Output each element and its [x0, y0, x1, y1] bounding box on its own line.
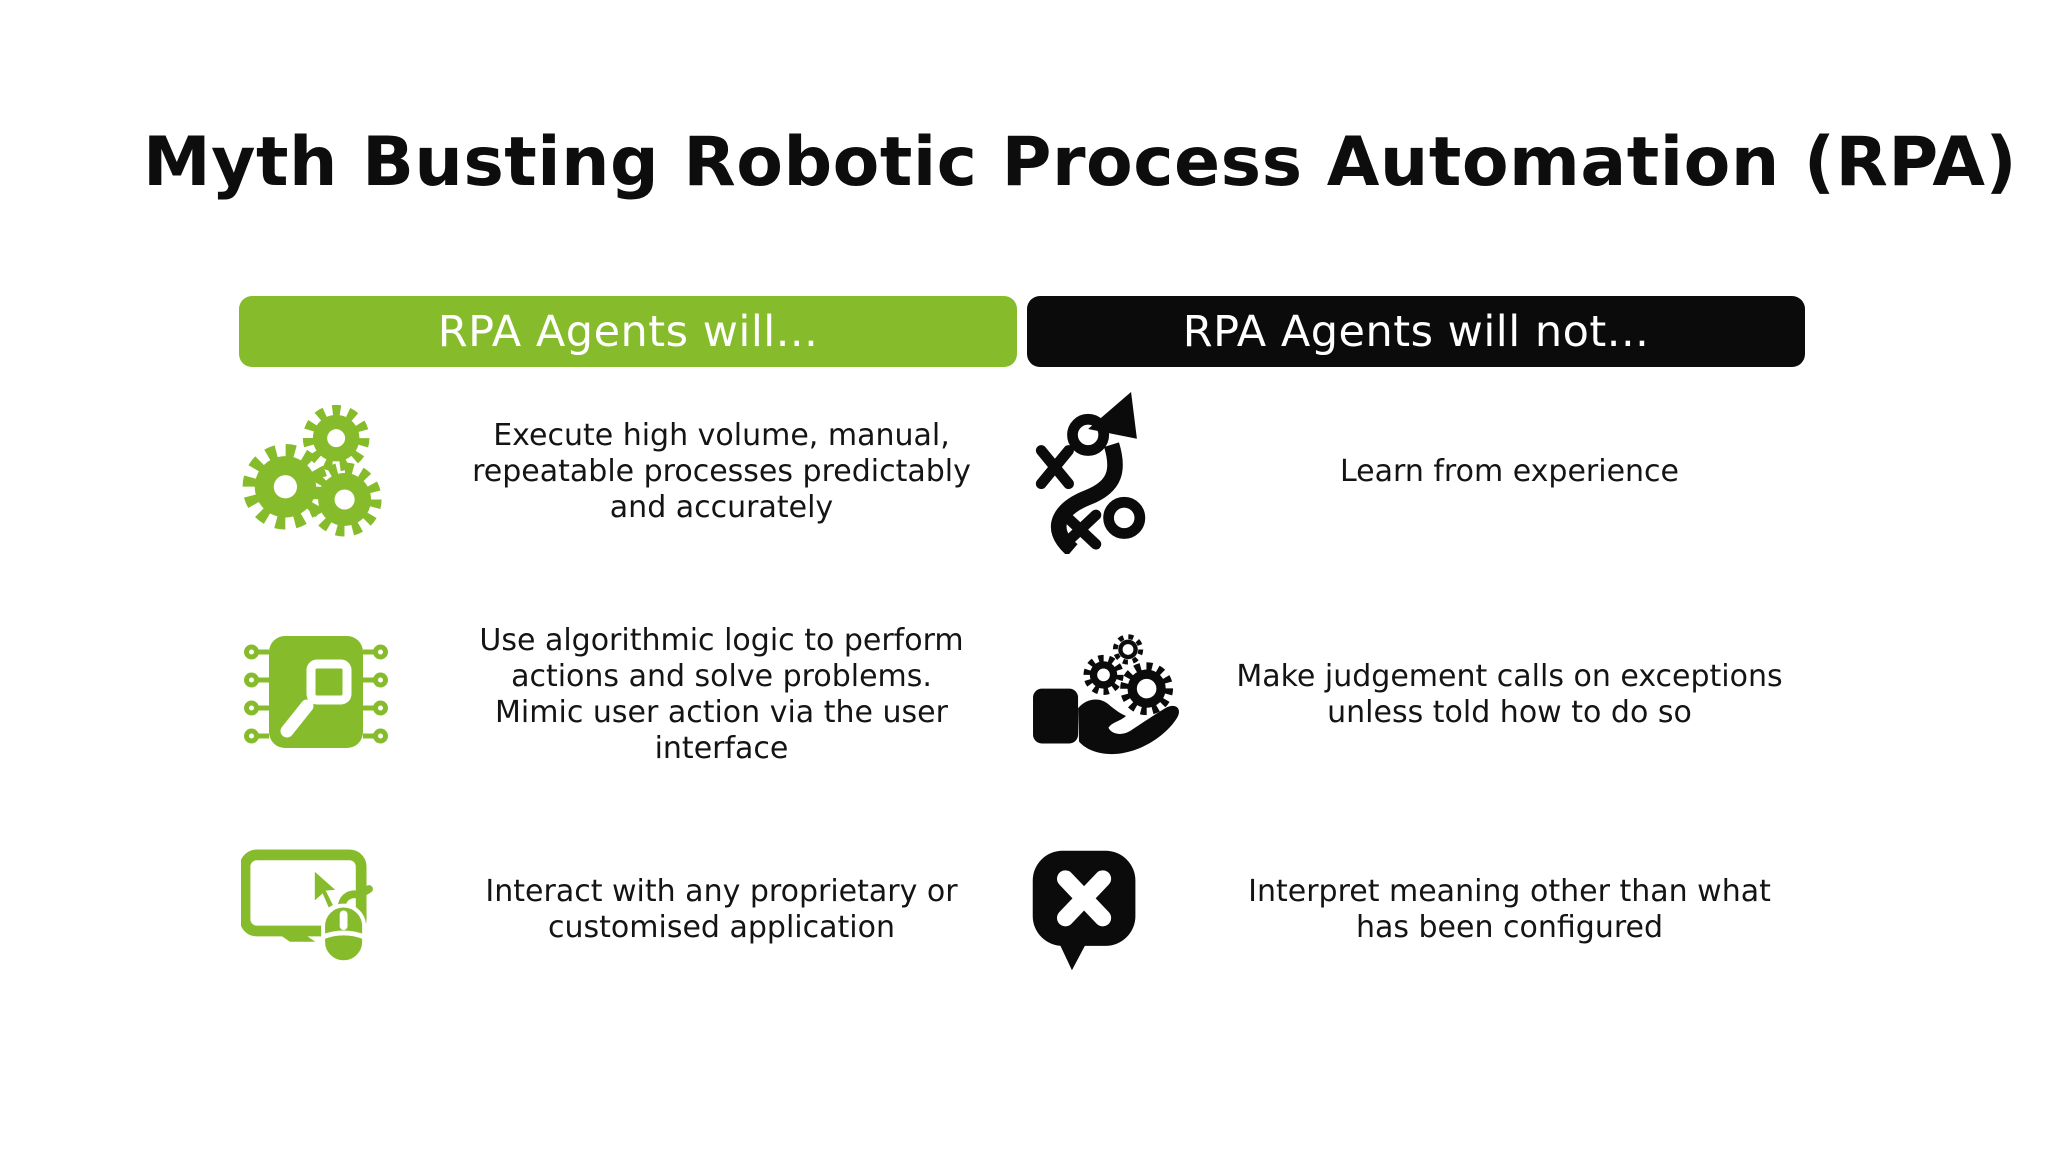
list-item-text: Interpret meaning other than what has be… [1248, 874, 1771, 945]
list-item-textbox: Interpret meaning other than what has be… [1214, 874, 1805, 946]
list-item-text: Execute high volume, manual, repeatable … [472, 418, 971, 525]
list-item-text: Use algorithmic logic to perform actions… [479, 623, 964, 766]
list-item-textbox: Learn from experience [1214, 454, 1805, 490]
gear-bottom-right [307, 462, 382, 537]
list-item-textbox: Execute high volume, manual, repeatable … [426, 418, 1017, 526]
column-will-header: RPA Agents will... [239, 296, 1017, 367]
strategy-icon [1027, 390, 1214, 554]
column-will-not-header: RPA Agents will not... [1027, 296, 1805, 367]
monitor-mouse-icon [239, 849, 426, 971]
page-title: Myth Busting Robotic Process Automation … [143, 122, 2018, 202]
list-item: Make judgement calls on exceptions unles… [1027, 595, 1805, 795]
column-will-not: RPA Agents will not... [1027, 296, 1805, 1005]
hand-gears-icon [1027, 624, 1214, 766]
list-item: Interpret meaning other than what has be… [1027, 815, 1805, 1005]
gear-medium [1083, 654, 1124, 695]
column-will: RPA Agents will... [239, 296, 1017, 1005]
gear-small [1112, 634, 1144, 665]
column-will-not-header-label: RPA Agents will not... [1182, 306, 1650, 357]
gear-top [302, 404, 370, 472]
list-item: Interact with any proprietary or customi… [239, 815, 1017, 1005]
list-item: Use algorithmic logic to perform actions… [239, 595, 1017, 795]
list-item: Learn from experience [1027, 379, 1805, 565]
list-item-textbox: Use algorithmic logic to perform actions… [426, 623, 1017, 767]
gears-icon [239, 398, 426, 546]
list-item-textbox: Interact with any proprietary or customi… [426, 874, 1017, 946]
gear-large [1120, 662, 1174, 716]
list-item: Execute high volume, manual, repeatable … [239, 379, 1017, 565]
list-item-text: Interact with any proprietary or customi… [485, 874, 958, 945]
speech-bubble-x-icon [1027, 847, 1214, 973]
chip-icon [239, 630, 426, 760]
comparison-columns: RPA Agents will... [239, 296, 1805, 1005]
list-item-text: Make judgement calls on exceptions unles… [1236, 659, 1783, 730]
list-item-textbox: Make judgement calls on exceptions unles… [1214, 659, 1805, 731]
list-item-text: Learn from experience [1339, 454, 1679, 489]
column-will-header-label: RPA Agents will... [437, 306, 819, 357]
